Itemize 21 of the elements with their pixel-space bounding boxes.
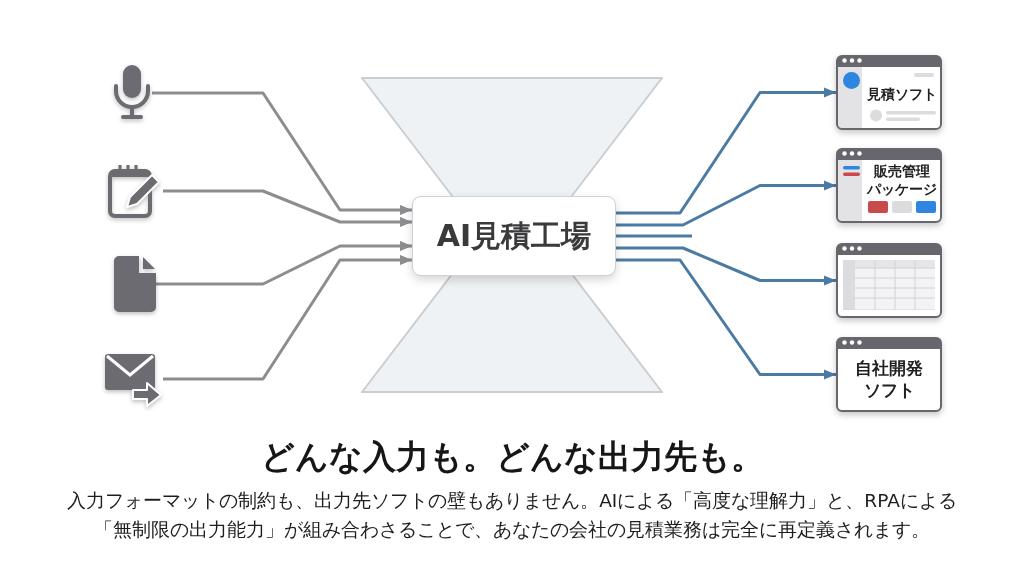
process-box: AI見積工場 (412, 196, 616, 276)
app-window (836, 337, 942, 412)
app-window (836, 148, 942, 223)
heading: どんな入力も。どんな出力先も。 (259, 436, 765, 478)
document-icon (114, 256, 156, 312)
microphone-icon (112, 65, 152, 121)
arrow (163, 254, 412, 381)
arrow (163, 189, 412, 228)
arrow (616, 246, 836, 286)
app-window (836, 243, 942, 318)
window-label: 自社開発ソフト (854, 357, 924, 401)
arrow (616, 180, 836, 227)
arrow (616, 87, 836, 215)
arrow (156, 240, 412, 286)
app-window (836, 55, 942, 130)
window-label: 販売管理パッケージ (865, 162, 938, 198)
arrow (152, 91, 412, 216)
connector-line (616, 234, 692, 238)
window-label: 見積ソフト (866, 85, 938, 103)
caption-text: 入力フォーマットの制約も、出力先ソフトの壁もありません。AIによる「高度な理解力」と、RPAによる「無制限の出力能力」が組み合わさることで、あなたの会社の見積業務は完全に再定義されます。 (66, 489, 958, 542)
arrow (616, 258, 836, 380)
